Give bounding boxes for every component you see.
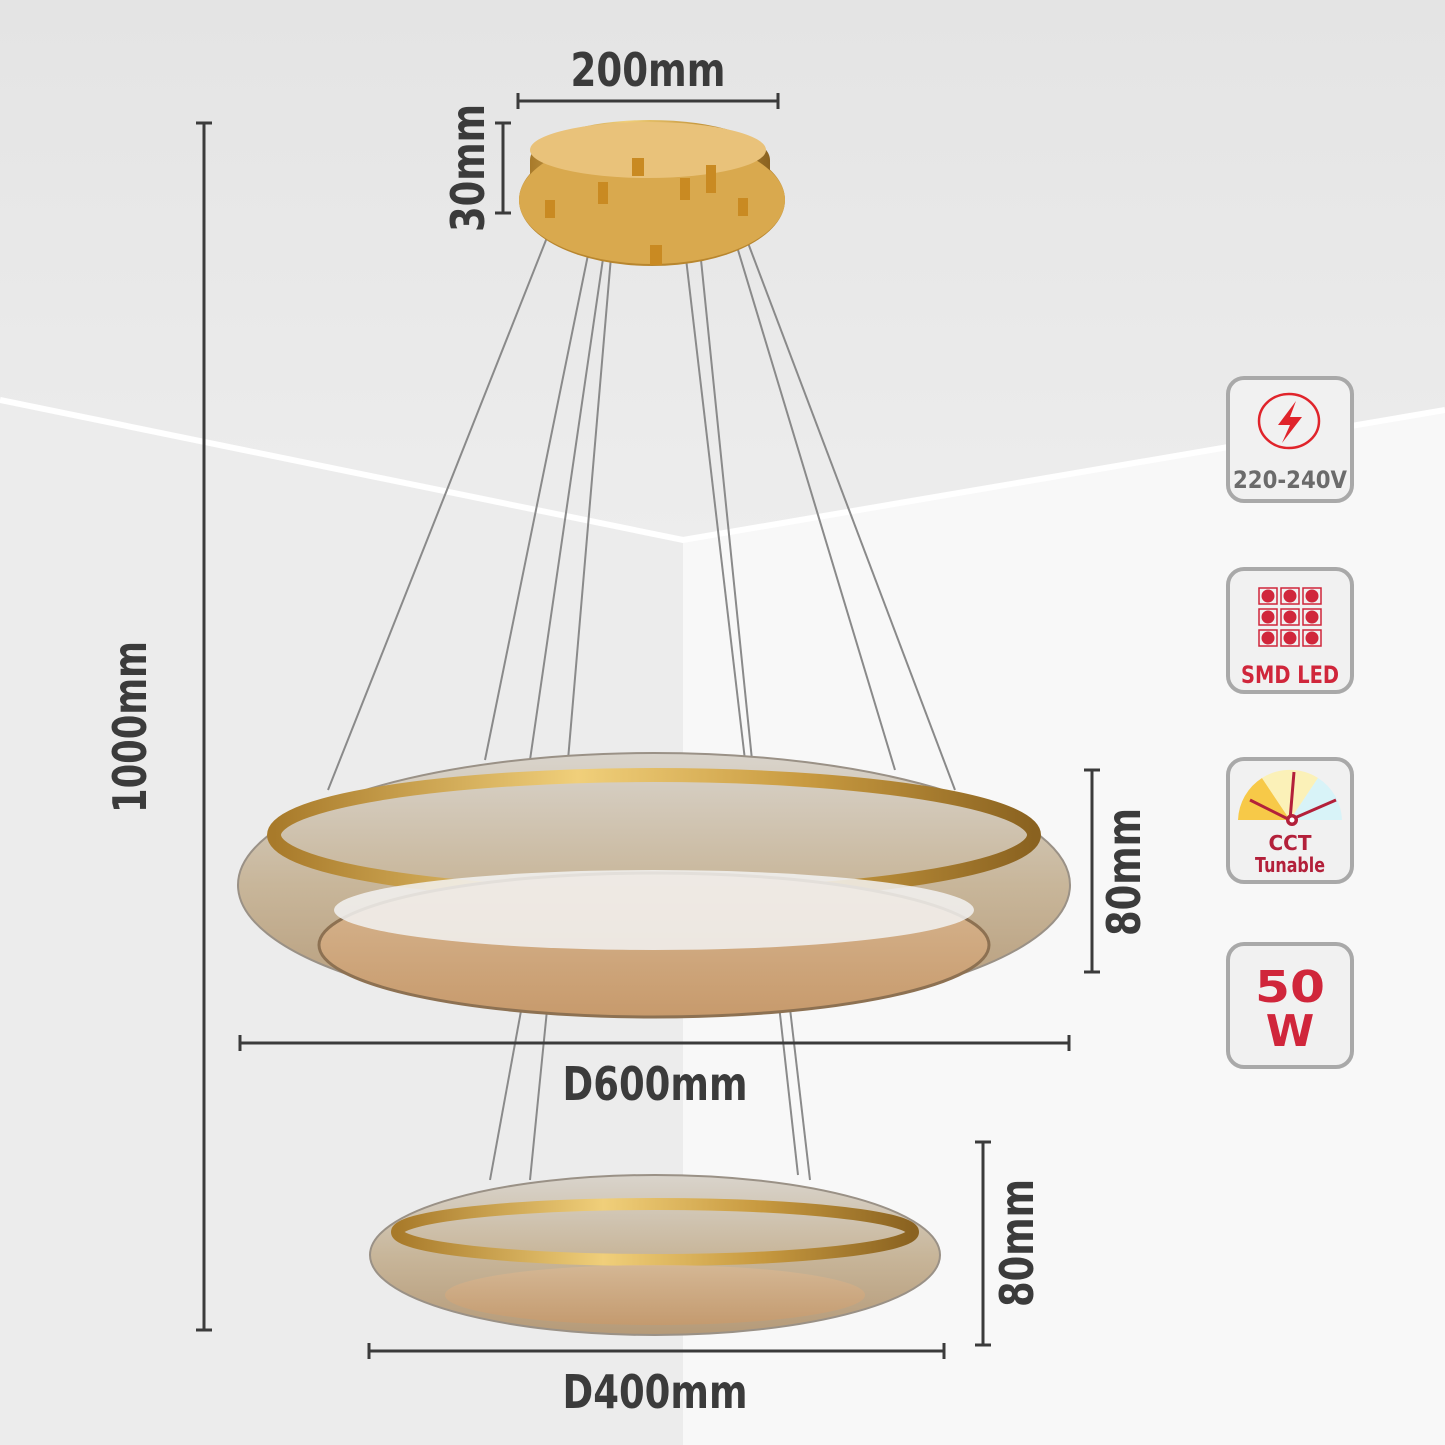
feature-badge-cct: CCT Tunable	[1226, 757, 1354, 884]
total-height-label: 1000mm	[103, 641, 157, 813]
smd-led-grid-icon	[1258, 587, 1322, 647]
dimension-lines	[196, 93, 1100, 1359]
dimension-labels: 200mm 30mm 1000mm 80mm D600mm 80mm D400m…	[103, 43, 1151, 1419]
large-ring-height-label: 80mm	[1097, 808, 1151, 936]
cct-gauge-icon	[1238, 769, 1342, 826]
wattage-unit: W	[1266, 1006, 1315, 1057]
feature-badge-voltage: 220-240V	[1226, 376, 1354, 503]
canopy-width-label: 200mm	[571, 43, 726, 97]
tunable-label: Tunable	[1255, 853, 1325, 877]
wattage-icon: 50 W	[1255, 962, 1325, 1057]
small-ring-diameter-label: D400mm	[563, 1365, 748, 1419]
smd-led-label: SMD LED	[1241, 661, 1339, 689]
wattage-value: 50	[1255, 962, 1325, 1013]
small-crystal-ring	[369, 1174, 941, 1336]
feature-badge-wattage: 50 W	[1226, 942, 1354, 1069]
feature-badge-smd-led: SMD LED	[1226, 567, 1354, 694]
large-crystal-ring	[237, 752, 1071, 1019]
lightning-icon	[1257, 392, 1321, 450]
ceiling-canopy	[519, 120, 785, 266]
cct-label: CCT	[1269, 831, 1312, 855]
canopy-height-label: 30mm	[441, 104, 495, 232]
suspension-wires	[327, 234, 956, 1181]
voltage-label: 220-240V	[1233, 466, 1347, 494]
large-ring-diameter-label: D600mm	[563, 1057, 748, 1111]
ceiling	[0, 0, 1445, 540]
small-ring-height-label: 80mm	[990, 1179, 1044, 1307]
